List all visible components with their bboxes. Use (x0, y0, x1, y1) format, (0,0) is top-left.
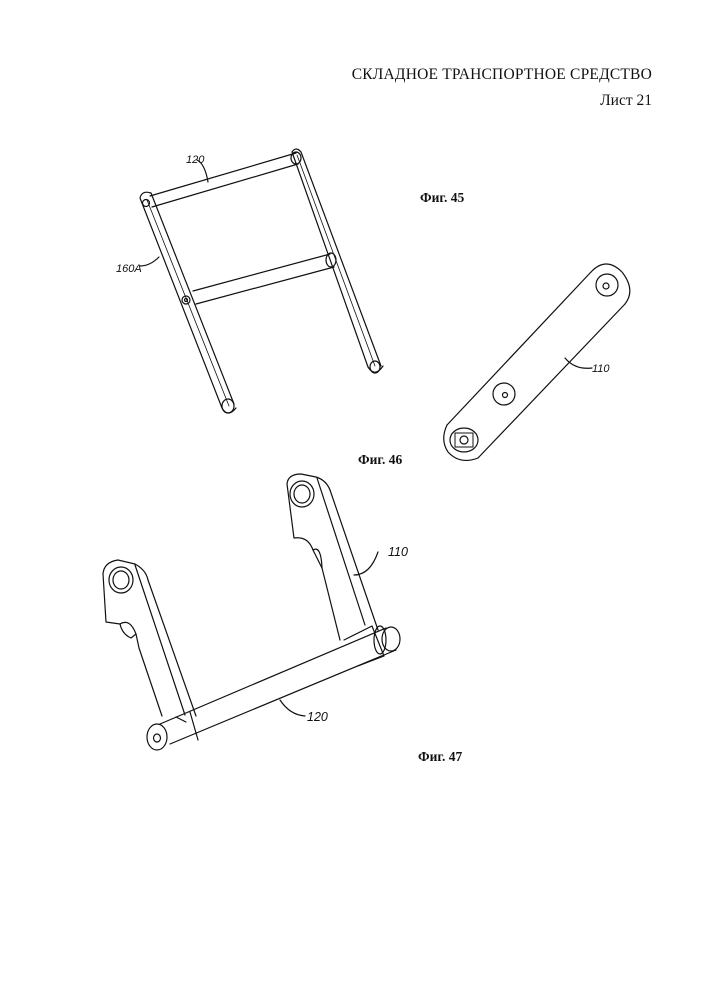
ref-label-120: 120 (307, 710, 328, 724)
pivot-hole-icon (596, 274, 618, 296)
square-socket-icon (455, 433, 473, 447)
ref-label-120: 120 (186, 154, 205, 166)
ref-label-110: 110 (592, 363, 610, 375)
ref-label-160a: 160A (116, 263, 142, 275)
figure-47-drawing: 110 120 (103, 474, 408, 750)
figure-45-drawing: 120 160A (116, 149, 383, 413)
pivot-hole-icon (493, 383, 515, 405)
ref-label-110: 110 (388, 545, 408, 559)
figure-46-drawing: 110 (444, 264, 630, 460)
